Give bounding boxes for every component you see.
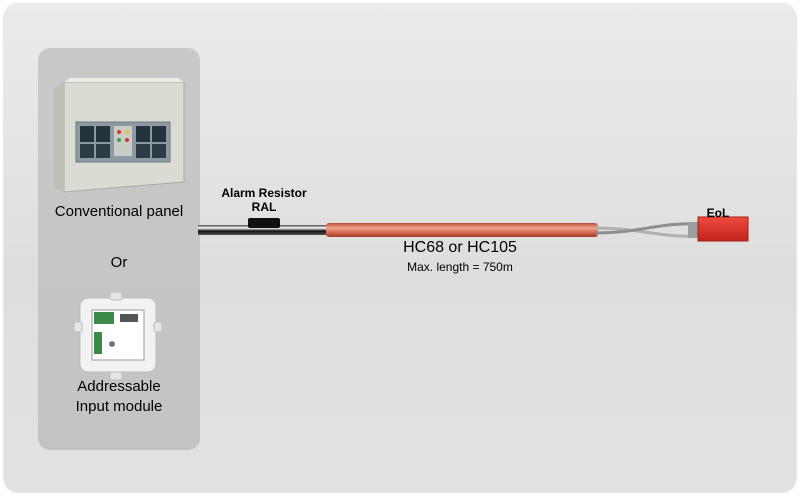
alarm-resistor-label-line2: RAL (251, 200, 277, 214)
alarm-resistor-label-line1: Alarm Resistor (221, 186, 307, 200)
alarm-resistor (248, 218, 280, 228)
max-length-label: Max. length = 750m (407, 260, 513, 274)
eol-terminator (688, 216, 749, 242)
addressable-label-line2: Input module (75, 398, 163, 415)
conventional-panel-image (54, 78, 185, 193)
addressable-input-module-image (73, 292, 163, 380)
or-label: Or (110, 254, 128, 271)
addressable-label-line1: Addressable (77, 378, 161, 395)
cable-conductors (595, 222, 701, 238)
cable-label: HC68 or HC105 (403, 239, 517, 256)
conventional-panel-label: Conventional panel (54, 203, 184, 220)
heat-cable (326, 223, 598, 237)
eol-label: EoL (706, 206, 730, 220)
signal-wire (198, 225, 328, 235)
